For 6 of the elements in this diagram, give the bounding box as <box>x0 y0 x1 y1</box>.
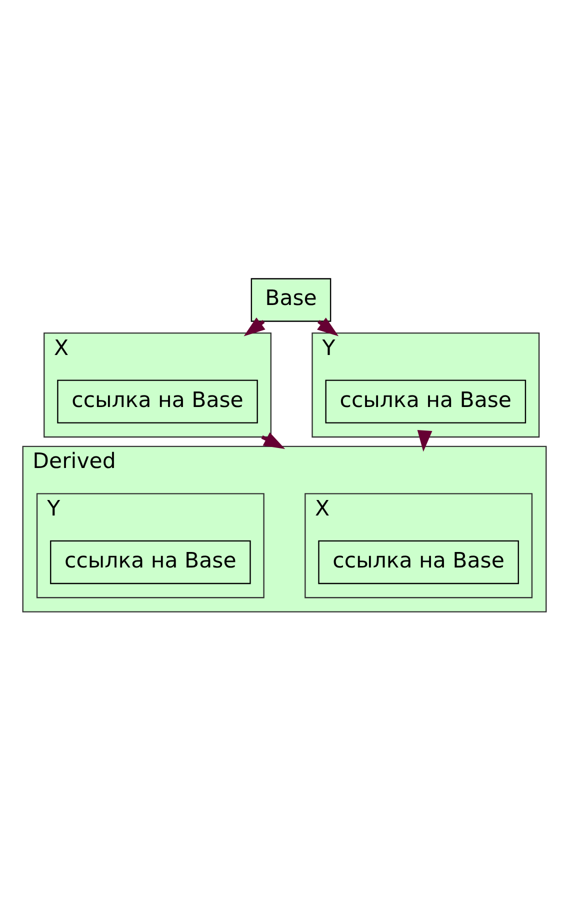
node-box: ссылка на Base <box>57 380 258 424</box>
node-box: ссылка на Base <box>325 380 526 424</box>
node-box: ссылка на Base <box>318 540 519 584</box>
node-box: ссылка на Base <box>50 540 251 584</box>
arrow <box>417 430 432 452</box>
node-box: Base <box>250 278 332 322</box>
